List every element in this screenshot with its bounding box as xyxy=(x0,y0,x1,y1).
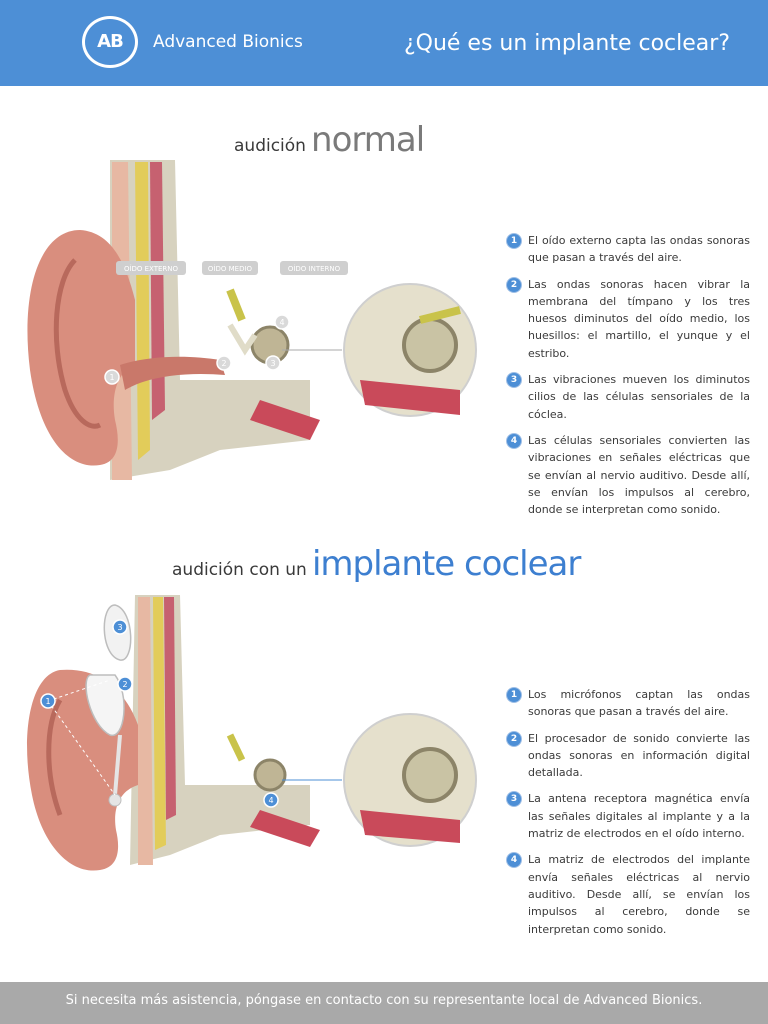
step-text: Las vibraciones mueven los diminutos cil… xyxy=(528,373,750,421)
fat-layer xyxy=(135,162,150,460)
logo-text: AB xyxy=(97,31,124,52)
nerve xyxy=(226,733,246,762)
page-title: ¿Qué es un implante coclear? xyxy=(403,31,730,56)
svg-text:1: 1 xyxy=(45,697,50,706)
section-title-implant: audición con un implante coclear xyxy=(172,544,581,584)
marker-1 xyxy=(104,369,120,385)
label-middle-bg xyxy=(202,261,258,275)
ab-logo: AB xyxy=(82,16,138,68)
ear-canal xyxy=(120,356,225,390)
step-number: 1 xyxy=(507,688,521,702)
normal-hearing-illustration: OÍDO EXTERNO OÍDO MEDIO OÍDO INTERNO 1 2… xyxy=(27,160,477,480)
section-title-normal: audición normal xyxy=(234,120,425,160)
step-number: 2 xyxy=(507,731,521,746)
processor-cable xyxy=(113,734,122,796)
marker-2 xyxy=(117,676,133,692)
step-text: Las ondas sonoras hacen vibrar la membra… xyxy=(528,277,750,360)
zoom-nerve xyxy=(419,306,461,324)
signal-line xyxy=(47,700,116,796)
list-item: 2 Las ondas sonoras hacen vibrar la membr… xyxy=(507,276,750,362)
section-title-big: normal xyxy=(311,120,425,160)
step-text: El procesador de sonido convierte las on… xyxy=(528,731,750,780)
ear-fold xyxy=(46,698,63,816)
label-middle: OÍDO MEDIO xyxy=(208,264,253,273)
list-item: 1 Los micrófonos captan las ondas sonoras… xyxy=(507,686,750,721)
svg-text:3: 3 xyxy=(117,623,122,632)
muscle-tube xyxy=(250,400,320,440)
step-number: 3 xyxy=(507,792,521,807)
nerve xyxy=(226,288,246,322)
zoom-cochlea xyxy=(402,317,458,373)
svg-text:4: 4 xyxy=(268,796,273,805)
label-outer: OÍDO EXTERNO xyxy=(124,264,179,273)
step-number: 3 xyxy=(507,373,521,388)
step-text: La antena receptora magnética envía las … xyxy=(528,792,750,841)
step-number: 4 xyxy=(507,433,521,448)
step-text: Los micrófonos captan las ondas sonoras … xyxy=(528,688,750,719)
list-item: 3 Las vibraciones mueven los diminutos ci… xyxy=(507,371,750,423)
step-number: 4 xyxy=(507,853,521,868)
zoom-muscle xyxy=(360,810,460,843)
step-text: Las células sensoriales convierten las v… xyxy=(528,433,750,517)
muscle-layer xyxy=(150,162,165,420)
marker-4 xyxy=(263,792,279,808)
svg-text:4: 4 xyxy=(279,318,284,327)
label-inner-bg xyxy=(280,261,348,275)
svg-text:2: 2 xyxy=(122,680,127,689)
label-outer-bg xyxy=(116,261,186,275)
section-title-small: audición con un xyxy=(172,560,307,580)
microphone xyxy=(108,793,122,807)
outer-ear xyxy=(27,230,135,466)
label-inner: OÍDO INTERNO xyxy=(288,264,341,273)
step-text: La matriz de electrodos del implante env… xyxy=(528,853,750,936)
step-text: El oído externo capta las ondas sonoras … xyxy=(528,234,750,265)
step-number: 2 xyxy=(507,277,521,292)
svg-text:3: 3 xyxy=(270,359,275,368)
marker-4 xyxy=(274,314,290,330)
section-title-big: implante coclear xyxy=(311,544,581,584)
ear-fold xyxy=(53,258,102,429)
marker-3 xyxy=(112,619,128,635)
muscle-layer xyxy=(164,597,176,820)
implant-hearing-illustration: 1 2 3 4 xyxy=(27,595,477,871)
list-item: 4 Las células sensoriales convierten las … xyxy=(507,432,750,518)
signal-line xyxy=(47,679,111,702)
fat-layer xyxy=(153,597,166,850)
ossicles xyxy=(227,323,258,356)
svg-text:1: 1 xyxy=(109,373,114,382)
implant-hearing-steps: 1 Los micrófonos captan las ondas sonoras… xyxy=(507,686,750,947)
list-item: 3 La antena receptora magnética envía las… xyxy=(507,790,750,842)
zoom-muscle xyxy=(360,380,460,415)
muscle-tube xyxy=(250,810,320,847)
brand-name: Advanced Bionics xyxy=(153,32,303,52)
zoom-cochlea xyxy=(402,747,458,803)
footer-text: Si necesita más asistencia, póngase en c… xyxy=(65,993,703,1008)
normal-hearing-steps: 1 El oído externo capta las ondas sonoras… xyxy=(507,232,750,527)
svg-text:2: 2 xyxy=(221,359,226,368)
footer-bar: Si necesita más asistencia, póngase en c… xyxy=(0,982,768,1024)
step-number: 1 xyxy=(507,234,521,248)
cochlea xyxy=(253,758,287,792)
header-bar: AB Advanced Bionics ¿Qué es un implante … xyxy=(0,0,768,86)
list-item: 2 El procesador de sonido convierte las o… xyxy=(507,730,750,782)
marker-1 xyxy=(40,693,56,709)
marker-2 xyxy=(216,355,232,371)
marker-3 xyxy=(265,355,281,371)
list-item: 4 La matriz de electrodos del implante en… xyxy=(507,851,750,937)
scalp xyxy=(138,597,153,865)
section-title-small: audición xyxy=(234,136,306,156)
list-item: 1 El oído externo capta las ondas sonoras… xyxy=(507,232,750,267)
